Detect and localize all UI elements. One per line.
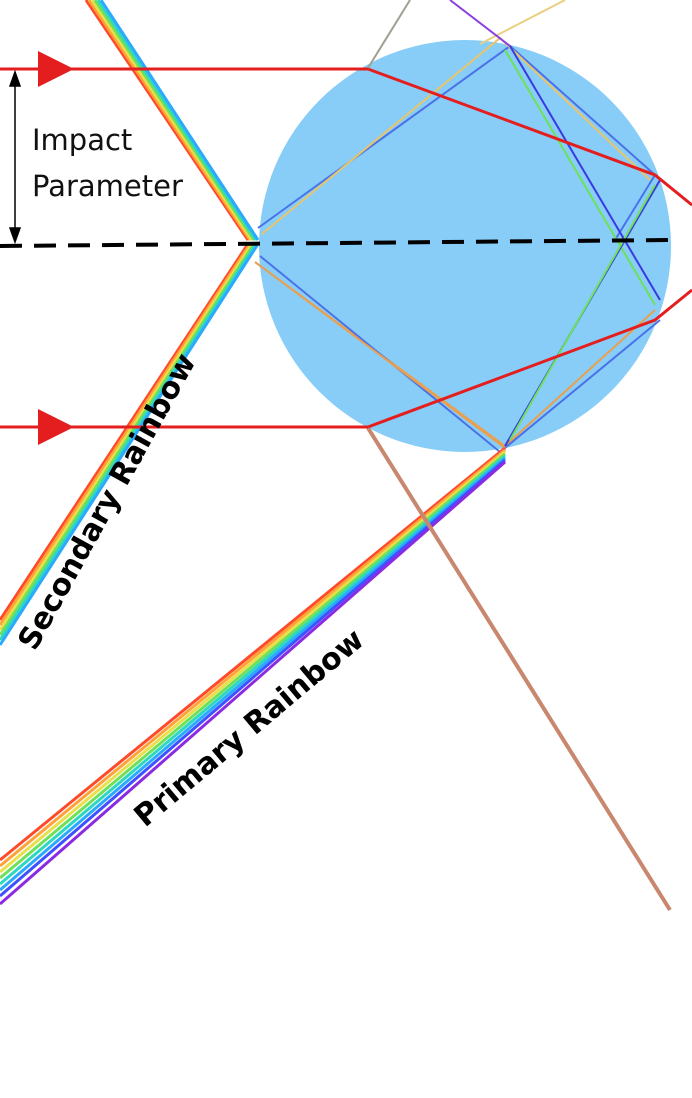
primary-outgoing-violet	[0, 460, 506, 906]
exit-ray	[366, 426, 672, 912]
primary-outgoing-indigo	[0, 458, 506, 898]
ray-entry-grey	[367, 0, 411, 69]
secondary-rainbow-label: Secondary Rainbow	[11, 348, 203, 656]
primary-outgoing-cyan	[0, 454, 506, 886]
incident-ray-top-inside	[367, 67, 692, 207]
ray-path-primary-green	[504, 49, 656, 306]
secondary-incoming-cyan	[96, 0, 258, 241]
ray-path-upper-secondary	[257, 44, 657, 241]
impact-label-line2: Parameter	[32, 169, 183, 203]
impact-arrow-head-top	[8, 69, 22, 87]
secondary-outgoing-green	[0, 243, 256, 636]
secondary-incoming-yellow	[90, 0, 254, 241]
secondary-incoming-blue	[99, 0, 260, 241]
primary-outgoing-orange	[0, 448, 506, 868]
primary-outgoing-red	[0, 446, 506, 862]
secondary-rainbow-beam	[0, 0, 506, 646]
secondary-incoming-green	[93, 0, 256, 241]
secondary-incoming-orange	[87, 0, 252, 241]
primary-rainbow-beam	[0, 446, 506, 906]
primary-rainbow-label: Primary Rainbow	[128, 622, 371, 834]
incident-rays	[0, 51, 692, 445]
secondary-outgoing-cyan	[0, 243, 258, 641]
impact-arrow-head-bottom	[8, 227, 22, 245]
incident-ray-bottom-inside	[367, 288, 692, 429]
secondary-outgoing-orange	[0, 243, 252, 626]
impact-parameter-arrow	[8, 69, 22, 245]
secondary-exit-warm	[254, 261, 506, 449]
primary-outgoing-yellow	[0, 450, 506, 874]
primary-outgoing-blue	[0, 456, 506, 892]
ray-path-primary-upper	[509, 45, 661, 301]
secondary-outgoing-yellow	[0, 243, 254, 631]
secondary-outgoing-red	[0, 243, 250, 621]
secondary-incoming-red	[84, 0, 250, 241]
ray-path-primary-lower-green	[509, 184, 656, 441]
impact-label-line1: Impact	[32, 123, 132, 157]
ray-path-top-cluster	[449, 0, 511, 47]
secondary-outgoing-blue	[0, 243, 260, 646]
ray-entry-yellow	[479, 0, 566, 45]
primary-outgoing-green	[0, 452, 506, 880]
center-axis	[0, 238, 671, 248]
